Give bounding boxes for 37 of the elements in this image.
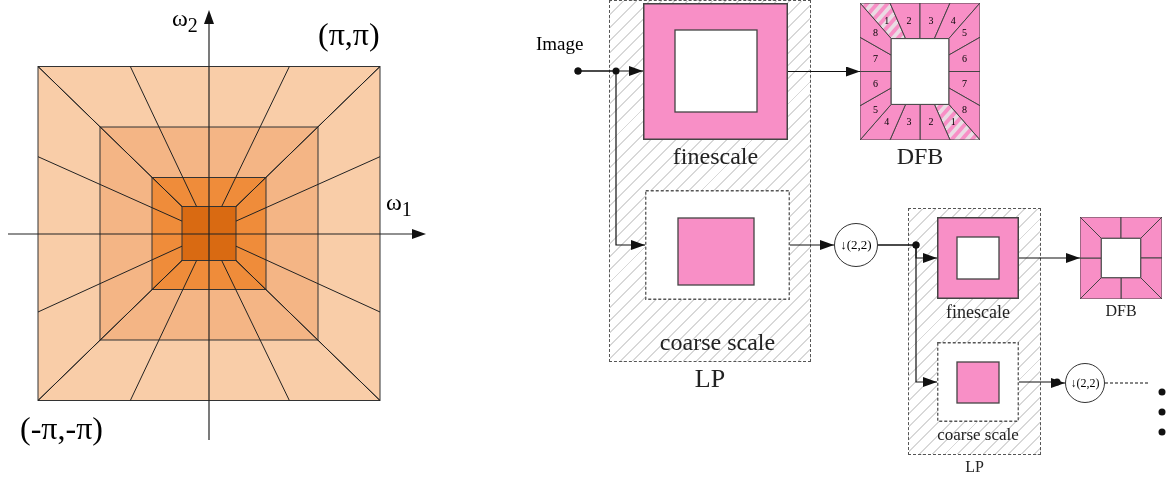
axis-label: (π,π) bbox=[318, 18, 380, 50]
node-label: LP bbox=[965, 459, 984, 475]
arrow bbox=[789, 240, 835, 250]
node-label: DFB bbox=[896, 144, 944, 168]
wedge-number: 4 bbox=[884, 117, 890, 128]
wedge-number: 6 bbox=[961, 53, 967, 64]
input-label: Image bbox=[536, 30, 606, 58]
axis-label: (-π,-π) bbox=[20, 412, 103, 444]
dashed-line bbox=[1104, 382, 1149, 384]
wedge-number: 3 bbox=[906, 117, 912, 128]
node-label: coarse scale bbox=[659, 330, 776, 354]
wedge-number: 8 bbox=[873, 28, 879, 39]
wedge-number: 1 bbox=[884, 15, 890, 26]
node-label: finescale bbox=[672, 144, 759, 168]
node-label: DFB bbox=[1105, 303, 1137, 319]
arrow bbox=[787, 66, 861, 77]
node-label: finescale bbox=[946, 303, 1010, 321]
wedge-number: 2 bbox=[906, 15, 912, 26]
downsampler-circle: ↓(2,2) bbox=[1065, 363, 1105, 403]
arrow bbox=[1018, 378, 1066, 388]
arrow bbox=[1018, 253, 1081, 263]
axis-label: ω$_{2}$ bbox=[172, 6, 198, 35]
wedge-number: 8 bbox=[961, 104, 967, 115]
wedge-number: 4 bbox=[950, 15, 956, 26]
wedge-number: 3 bbox=[928, 15, 934, 26]
wedge-number: 7 bbox=[961, 79, 967, 90]
wedge-number: 5 bbox=[873, 104, 879, 115]
downsampler-circle: ↓(2,2) bbox=[834, 223, 878, 267]
wedge-number: 7 bbox=[873, 53, 879, 64]
wedge-number: 1 bbox=[950, 117, 956, 128]
arrow bbox=[877, 244, 938, 387]
wedge-number: 5 bbox=[961, 28, 967, 39]
node-label: LP bbox=[694, 366, 726, 392]
node-label: coarse scale bbox=[937, 426, 1019, 443]
wedge-number: 6 bbox=[873, 79, 879, 90]
wedge-number: 2 bbox=[928, 117, 934, 128]
axis-label: ω$_{1}$ bbox=[386, 190, 412, 219]
